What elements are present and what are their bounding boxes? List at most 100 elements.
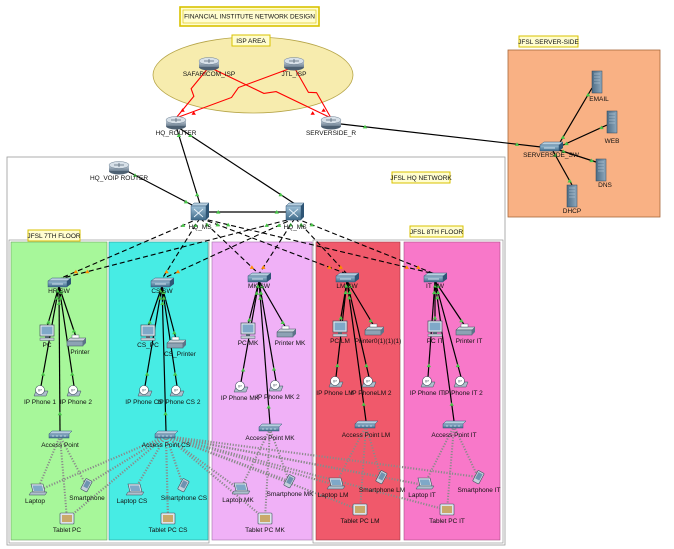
device-label: IP PhoneLM 2 (350, 390, 391, 397)
email-server[interactable]: EMAIL (589, 70, 609, 103)
it-laptop[interactable]: Laptop IT (408, 477, 436, 499)
port-up-marker (204, 222, 210, 227)
cs-smartphone[interactable]: Smartphone CS (161, 478, 208, 502)
trunk-link (199, 217, 348, 275)
port-up-marker (194, 192, 200, 197)
device-label: Laptop CS (117, 498, 148, 505)
port-up-marker (260, 284, 265, 289)
port-up-marker (327, 265, 332, 269)
it-printer[interactable]: Printer IT (455, 323, 483, 345)
device-label: HQ_ROUTER (156, 130, 197, 137)
device-label: WEB (605, 138, 620, 145)
wireless-link (66, 435, 167, 520)
serverside-switch[interactable]: SERVERSIDE_SW (523, 141, 580, 159)
hq-router[interactable]: HQ_ROUTER (156, 116, 197, 138)
cs-access-point[interactable]: Access Point CS (142, 430, 191, 449)
it-pc[interactable]: PC IT (427, 320, 444, 345)
cs-switch[interactable]: CS SW (150, 277, 175, 295)
trunk-link (294, 217, 348, 275)
lm-smartphone[interactable]: Smartphone LM (359, 470, 405, 494)
dhcp-server[interactable]: DHCP (563, 184, 581, 215)
it-smartphone[interactable]: Smartphone IT (458, 470, 501, 494)
mk-laptop[interactable]: Laptop MK (222, 482, 254, 504)
cable-links (40, 66, 608, 432)
port-up-marker (435, 290, 441, 295)
mk-printer[interactable]: Printer MK (275, 325, 306, 347)
it-switch[interactable]: IT SW (423, 272, 448, 290)
serverside-router[interactable]: SERVERSIDE_R (306, 116, 356, 138)
hq-voip-router[interactable]: HQ_VOIP ROUTER (90, 161, 148, 183)
device-label: CS SW (151, 288, 173, 295)
hr-laptop[interactable]: Laptop (25, 483, 48, 505)
mk-tablet[interactable]: Tablet PC MK (245, 512, 286, 534)
cs-laptop[interactable]: Laptop CS (117, 483, 148, 505)
lm-access-point[interactable]: Access Point LM (342, 420, 390, 439)
hr-smartphone[interactable]: Smartphone (69, 478, 105, 502)
device-label: HQ_VOIP ROUTER (90, 175, 148, 182)
lm-printer[interactable]: Printer0(1)(1)(1) (355, 323, 402, 345)
voip-link (126, 170, 195, 207)
lm-pc[interactable]: PC LM (330, 320, 350, 345)
hr-pc[interactable]: PC (39, 324, 55, 349)
jtl-isp-router[interactable]: JTL_ISP (282, 57, 307, 79)
hr-tablet[interactable]: Tablet PC (53, 512, 81, 534)
device-label: CS_PC (137, 342, 159, 349)
web-server[interactable]: WEB (605, 110, 620, 145)
hq-network-title: JFSL HQ NETWORK (390, 175, 452, 182)
wireless-link (165, 434, 479, 479)
hq-network-label: JFSL HQ NETWORK (390, 171, 452, 184)
page-title: FINANCIAL INSTITUTE NETWORK DESIGN (184, 14, 315, 21)
hr-switch[interactable]: HR SW (47, 277, 72, 295)
cs-printer[interactable]: CS_Printer (164, 336, 197, 358)
port-up-marker (309, 222, 314, 227)
port-up-marker (321, 108, 326, 112)
device-label: Smartphone (69, 495, 105, 502)
mk-smartphone[interactable]: Smartphone MK (267, 474, 315, 498)
cs-tablet[interactable]: Tablet PC CS (148, 512, 188, 534)
wireless-link (165, 434, 336, 487)
port-up-marker (183, 199, 189, 204)
port-up-marker (255, 284, 260, 288)
port-up-marker (247, 317, 252, 322)
lm-switch[interactable]: LM SW (335, 272, 360, 290)
it-tablet[interactable]: Tablet PC IT (429, 503, 465, 525)
port-up-marker (432, 284, 438, 288)
hr-printer[interactable]: Printer (66, 334, 90, 356)
hq-multilayer-switch-1[interactable]: HQ_MS (188, 202, 212, 231)
cs-pc[interactable]: CS_PC (137, 324, 159, 349)
mk-pc[interactable]: PC MK (238, 322, 259, 347)
port-up-marker (514, 142, 520, 146)
lm-laptop[interactable]: Laptop LM (318, 477, 349, 499)
hq-multilayer-switch-2[interactable]: HQ_MS (283, 202, 307, 231)
device-label: Printer (70, 349, 90, 356)
device-label: HR SW (48, 288, 71, 295)
mk-switch[interactable]: MK SW (247, 272, 272, 290)
port-up-marker (404, 265, 409, 269)
mk-access-point[interactable]: Access Point MK (245, 423, 295, 442)
port-up-marker (585, 92, 591, 97)
dns-server[interactable]: DNS (595, 158, 613, 189)
port-up-marker (191, 111, 196, 115)
wireless-link (365, 425, 382, 478)
device-label: Smartphone LM (359, 487, 405, 494)
port-up-marker (266, 404, 271, 409)
wireless-link (359, 425, 367, 511)
it-access-point[interactable]: Access Point IT (431, 420, 477, 439)
floor8-label: JFSL 8TH FLOOR (409, 225, 464, 238)
lm-tablet[interactable]: Tablet PC LM (340, 503, 380, 525)
safaricom-isp-router[interactable]: SAFARICOM_ISP (183, 57, 235, 79)
device-label: MK SW (248, 283, 271, 290)
hr-access-point[interactable]: Access Point (41, 430, 79, 449)
